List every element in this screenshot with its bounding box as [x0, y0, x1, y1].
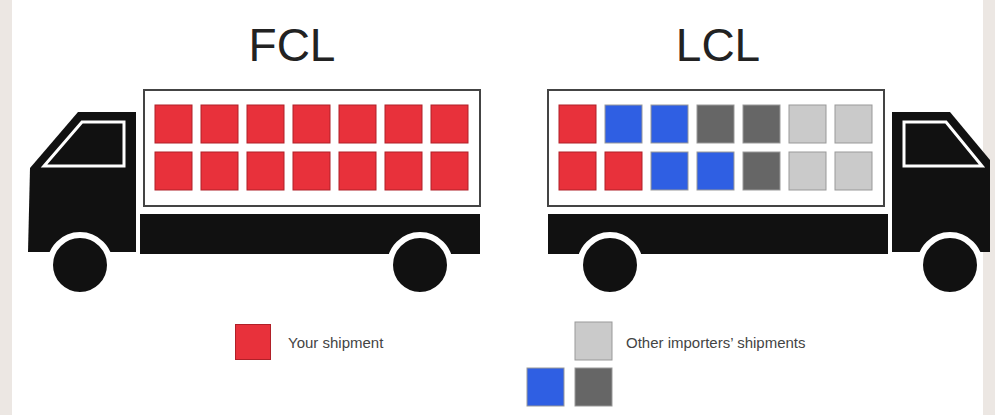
truck-wheel [390, 235, 450, 295]
legend-square [575, 368, 612, 406]
cargo-crates [155, 105, 468, 190]
truck-cab [892, 112, 990, 252]
truck-wheel [580, 235, 640, 295]
background-sheet [12, 0, 983, 415]
truck-cab [28, 112, 136, 252]
cab-window [904, 122, 982, 166]
truck-heading: FCL [249, 22, 336, 68]
legend-text: Other importers’ shipments [626, 335, 806, 350]
legend-square [575, 322, 612, 360]
truck-heading: LCL [676, 22, 760, 68]
truck-wheel [50, 235, 110, 295]
truck-wheel [920, 235, 980, 295]
cargo-box [144, 90, 480, 206]
cargo-crates [559, 105, 872, 190]
legend-swatch [235, 324, 271, 360]
cargo-box [548, 90, 884, 206]
cab-window [44, 122, 124, 166]
legend-sample-group [527, 322, 612, 406]
legend-square [527, 368, 564, 406]
fcl-truck [28, 90, 480, 295]
lcl-truck [548, 90, 990, 295]
legend-text: Your shipment [288, 335, 383, 350]
